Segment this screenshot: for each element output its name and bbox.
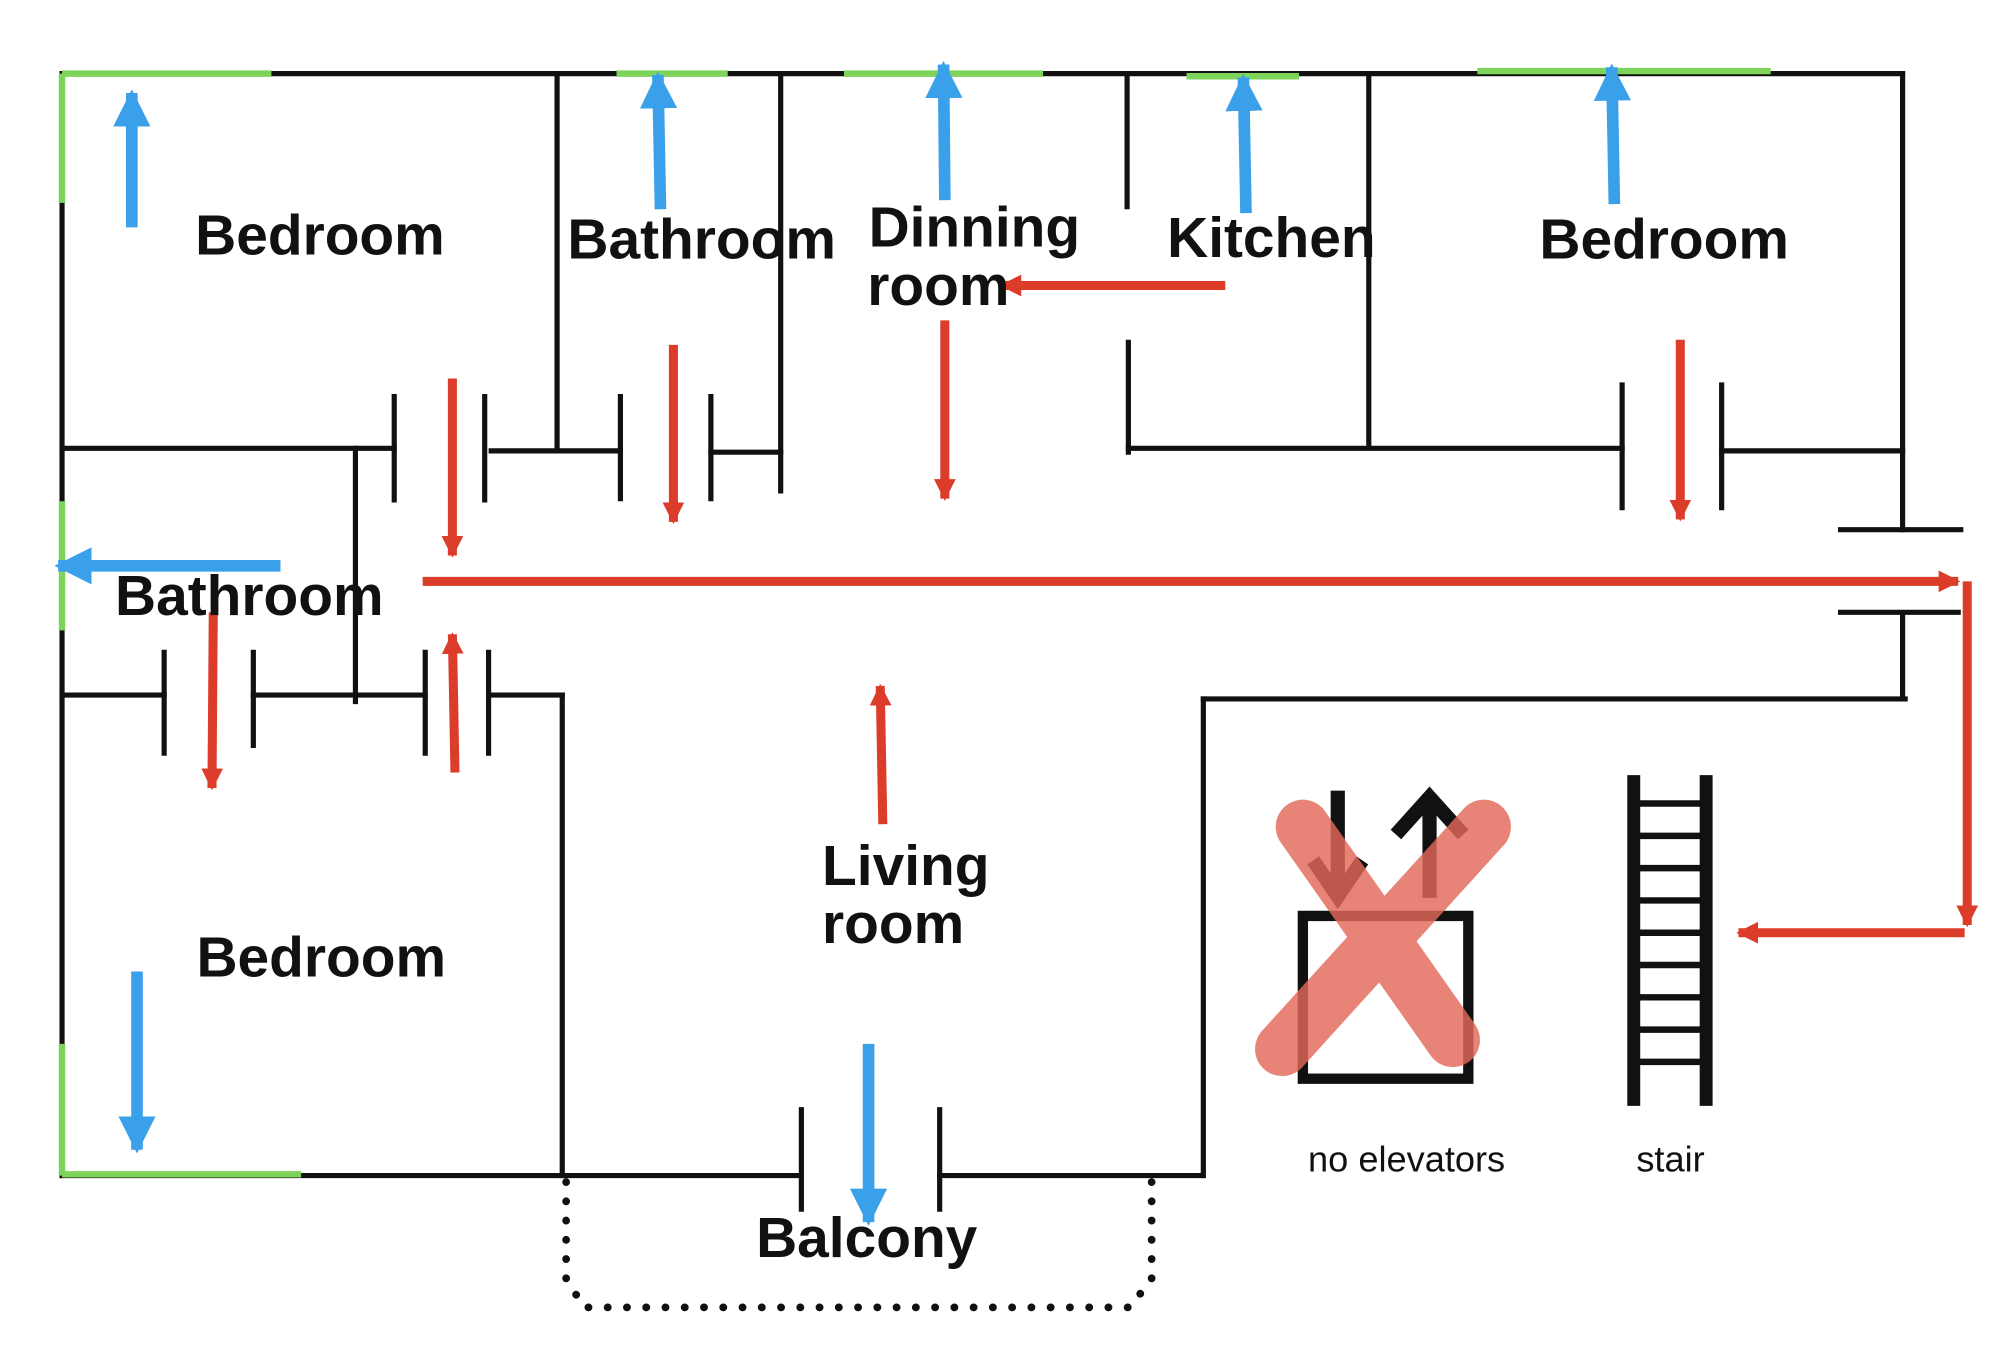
label-bathroom-left: Bathroom [115,565,384,628]
label-bedroom-top-left: Bedroom [195,205,445,268]
windows [58,67,1771,1178]
label-living-room-line1: Living [822,835,989,898]
label-bedroom-top-right: Bedroom [1539,208,1789,271]
legend-no-elevators: no elevators [1308,1139,1505,1180]
legend: no elevators stair [1308,1139,1705,1180]
label-dining-room-line2: room [867,255,1009,318]
blue-arrow-up-icon [639,71,678,210]
room-labels: Bedroom Bathroom Dinning room Kitchen Be… [115,197,1789,1270]
walls [59,71,1964,1179]
stair-icon [1627,775,1713,1106]
label-bathroom-top: Bathroom [567,208,836,271]
red-arrow-up-icon [441,632,464,773]
blue-arrow-up-icon [1593,63,1632,205]
label-balcony: Balcony [756,1207,978,1270]
window-escape-arrows [54,60,1632,1226]
doors [161,382,1725,1212]
balcony-outline [562,1178,1156,1312]
cross-out-icon [1255,799,1511,1077]
red-arrow-down-icon [201,612,223,791]
label-bedroom-bottom-left: Bedroom [196,927,446,990]
label-kitchen: Kitchen [1167,207,1376,270]
red-arrow-up-icon [869,683,892,825]
blue-arrow-up-icon [1225,73,1263,214]
label-dining-room-line1: Dinning [869,197,1081,260]
legend-stair: stair [1636,1139,1704,1180]
blue-arrow-up-icon [925,60,963,201]
evacuation-route [201,274,1979,944]
label-living-room-line2: room [822,893,964,956]
